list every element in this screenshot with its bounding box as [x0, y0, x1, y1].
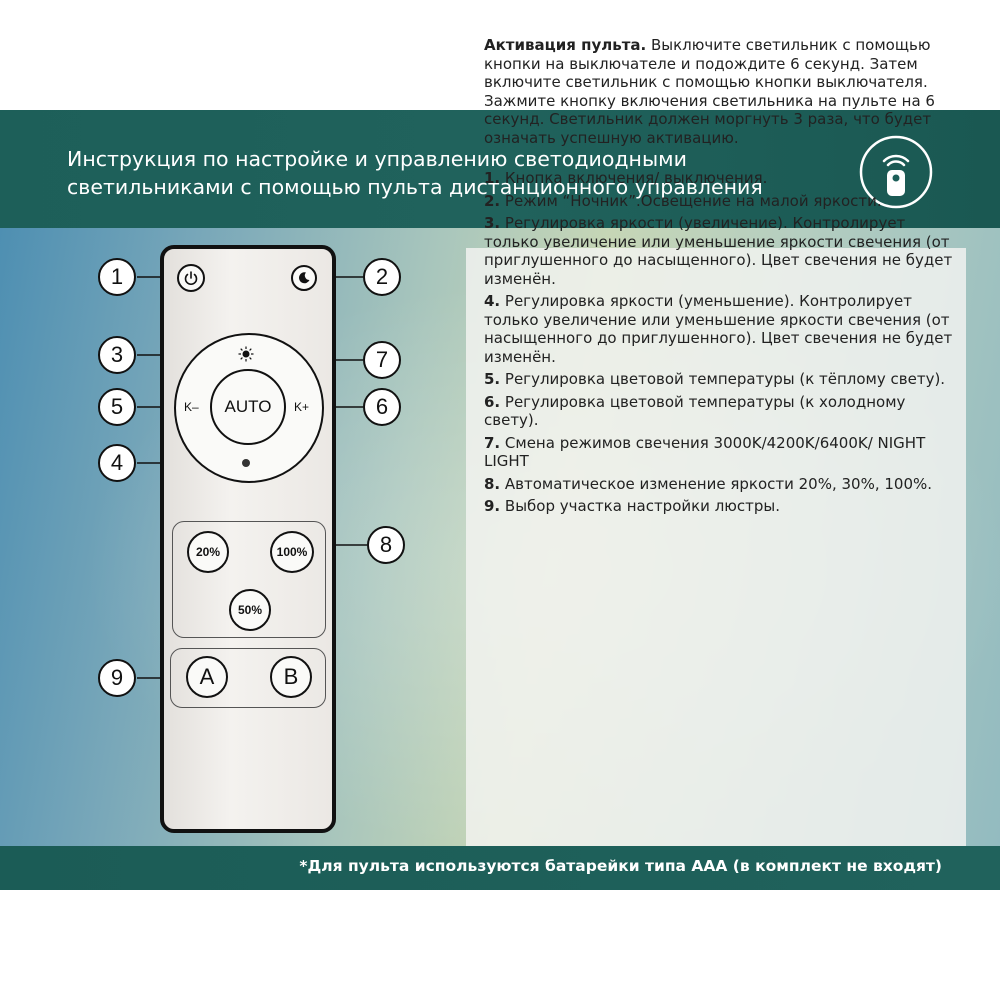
item-text: Регулировка цветовой температуры (к тёпл… [500, 370, 946, 388]
item-number: 9. [484, 497, 501, 515]
remote-control-icon [859, 135, 933, 209]
list-item: 9. Выбор участка настройки люстры. [484, 497, 954, 516]
list-item: 4. Регулировка яркости (уменьшение). Кон… [484, 292, 954, 366]
header-banner: Инструкция по настройке и управлению све… [0, 110, 1000, 228]
power-icon [184, 271, 198, 286]
callout-7: 7 [363, 341, 401, 379]
list-item: 8. Автоматическое изменение яркости 20%,… [484, 475, 954, 494]
zone-a-button[interactable]: A [186, 656, 228, 698]
callout-4: 4 [98, 444, 136, 482]
activation-paragraph: Активация пульта. Выключите светильник с… [484, 36, 954, 147]
night-mode-button[interactable] [291, 265, 317, 291]
callout-2: 2 [363, 258, 401, 296]
activation-title: Активация пульта. [484, 36, 647, 54]
activation-text: Выключите светильник с помощью кнопки на… [484, 36, 935, 147]
power-button[interactable] [177, 264, 205, 292]
sun-icon[interactable] [238, 346, 254, 362]
item-number: 4. [484, 292, 501, 310]
battery-note: *Для пульта используются батарейки типа … [299, 857, 942, 875]
item-text: Автоматическое изменение яркости 20%, 30… [500, 474, 933, 493]
list-item: 6. Регулировка цветовой температуры (к х… [484, 393, 954, 430]
zone-group [170, 648, 326, 708]
brightness-100-button[interactable]: 100% [270, 531, 314, 573]
list-item: 5. Регулировка цветовой температуры (к т… [484, 370, 954, 389]
item-text: Кнопка включения/ выключения. [500, 169, 768, 187]
item-number: 8. [484, 474, 501, 493]
auto-button[interactable]: AUTO [210, 369, 286, 445]
item-text: Регулировка цветовой температуры (к холо… [484, 392, 906, 430]
zone-b-button[interactable]: B [270, 656, 312, 698]
list-item: 3. Регулировка яркости (увеличение). Кон… [484, 214, 954, 288]
callout-3: 3 [98, 336, 136, 374]
item-text: Выбор участка настройки люстры. [500, 497, 781, 515]
brightness-50-button[interactable]: 50% [229, 589, 271, 631]
k-plus-button[interactable]: K+ [294, 400, 310, 414]
instructions-text: Активация пульта. Выключите светильник с… [484, 36, 954, 520]
list-item: 1. Кнопка включения/ выключения. [484, 169, 954, 188]
item-number: 6. [484, 392, 501, 411]
callout-9: 9 [98, 659, 136, 697]
callout-1: 1 [98, 258, 136, 296]
info-panel [466, 248, 966, 846]
item-number: 2. [484, 191, 501, 210]
callout-8: 8 [367, 526, 405, 564]
dim-dot-icon[interactable] [242, 459, 250, 467]
item-text: Режим “Ночник”.Освещение на малой яркост… [500, 191, 882, 210]
moon-icon [298, 272, 310, 284]
item-number: 5. [484, 370, 501, 388]
footer-banner: *Для пульта используются батарейки типа … [0, 846, 1000, 890]
k-minus-button[interactable]: K– [184, 400, 199, 414]
item-text: Регулировка яркости (увеличение). Контро… [484, 214, 953, 288]
item-number: 3. [484, 214, 501, 232]
list-item: 7. Смена режимов свечения 3000K/4200K/64… [484, 434, 954, 471]
item-number: 1. [484, 169, 501, 187]
callout-5: 5 [98, 388, 136, 426]
item-number: 7. [484, 433, 501, 452]
brightness-group [172, 521, 326, 638]
callout-6: 6 [363, 388, 401, 426]
page-title: Инструкция по настройке и управлению све… [67, 147, 763, 199]
brightness-20-button[interactable]: 20% [187, 531, 229, 573]
list-item: 2. Режим “Ночник”.Освещение на малой ярк… [484, 192, 954, 211]
item-text: Смена режимов свечения 3000K/4200K/6400K… [484, 433, 926, 471]
item-text: Регулировка яркости (уменьшение). Контро… [484, 292, 953, 366]
